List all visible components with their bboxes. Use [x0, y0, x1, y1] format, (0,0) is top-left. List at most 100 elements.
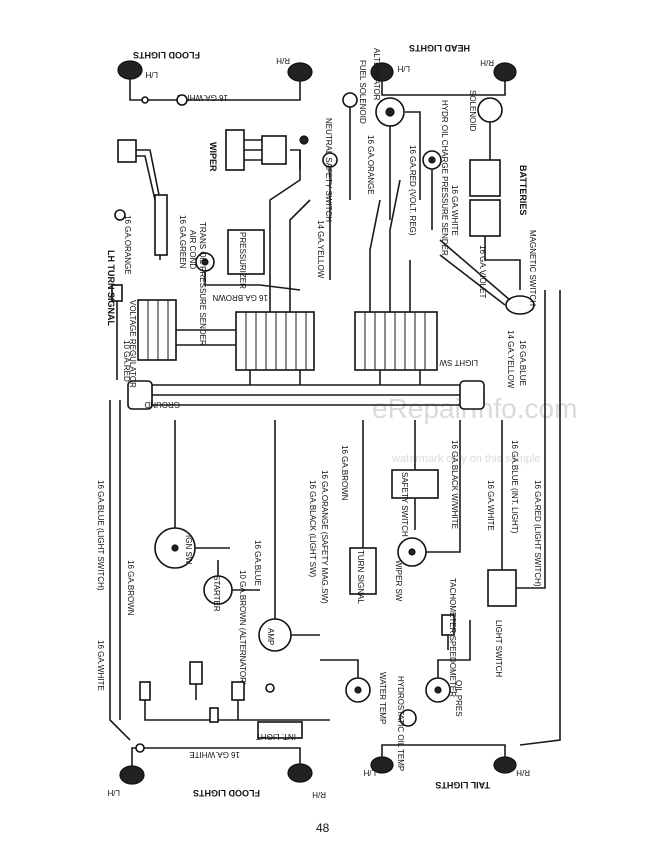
wire-label-orange-alt: 16 GA.ORANGE — [366, 135, 375, 195]
ign-switch: IGN SW — [154, 420, 230, 569]
neutral-safety-switch: NEUTRAL SAFETY SWITCH 14 GA.YELLOW — [316, 118, 338, 280]
starter: STARTER 10 GA.BROWN (ALTERNATOR) — [203, 560, 260, 686]
batteries: BATTERIES SOLENOID — [468, 90, 528, 290]
alternator-label: ALTERNATOR — [372, 48, 381, 101]
wire-label-white-hydr: 16 GA.WHITE — [450, 185, 459, 236]
wiper-label: WIPER — [208, 142, 218, 172]
safety-switch-label: SAFETY SWITCH — [400, 472, 409, 537]
left-bottom-parts — [139, 661, 330, 723]
flood-lights-top: FLOOD LIGHTS L/H R/H 16 GA.WHITE — [117, 50, 313, 106]
water-temp-label: WATER TEMP — [378, 672, 387, 724]
head-lights-label: HEAD LIGHTS — [409, 43, 470, 53]
lh-label-bottom: L/H — [107, 788, 120, 797]
wire-label-flood-bottom: 16 GA.WHITE — [189, 750, 240, 759]
tachometer-label: TACHOMETER SPEEDOMETER — [448, 578, 457, 697]
ground-label: GROUND — [144, 400, 180, 409]
tail-lights: TAIL LIGHTS L/H R/H — [363, 744, 530, 790]
voltage-regulator: VOLTAGE REGULATOR 10 GA.RED — [122, 299, 236, 388]
starter-label: STARTER — [212, 575, 221, 612]
safety-switch: SAFETY SWITCH — [391, 420, 439, 537]
wire-label-green: 16 GA.GREEN — [178, 215, 187, 269]
wire-label-brown-top: 16 GA.BROWN — [212, 293, 268, 302]
wire-label-black-light: 16 GA.BLACK (LIGHT SW) — [308, 480, 317, 578]
int-light-box — [257, 721, 303, 739]
fuel-solenoid-label: FUEL SOLENOID — [358, 60, 367, 124]
turn-signal-box — [349, 547, 377, 595]
safety-switch-box — [391, 469, 439, 499]
flood-light-rh-bottom — [287, 763, 313, 783]
oil-pres-label: OIL PRES — [454, 680, 463, 717]
hydr-oil-label: HYDR OIL CHARGE PRESSURE SENDER — [440, 100, 449, 256]
watermark-subtext: watermark only on this sample — [391, 453, 541, 465]
trans-oil-sender: TRANS OIL PRESSURE SENDER PRESSURIZER 16… — [195, 222, 301, 346]
wire-label-brown-left: 16 GA.BROWN — [126, 560, 135, 616]
tachometer: TACHOMETER SPEEDOMETER — [441, 578, 457, 697]
wire-label-yellow-14: 14 GA.YELLOW — [316, 220, 325, 279]
left-trunk: 16 GA.BLUE (LIGHT SWITCH) 16 GA.WHITE 16… — [96, 400, 135, 741]
wire-label-white-left: 16 GA.WHITE — [96, 640, 105, 691]
tail-lights-label: TAIL LIGHTS — [435, 780, 490, 790]
neutral-safety-label: NEUTRAL SAFETY SWITCH — [324, 118, 333, 222]
left-connector — [117, 139, 137, 163]
alternator-area: FUEL SOLENOID ALTERNATOR 16 GA.ORANGE 16… — [342, 48, 421, 236]
lh-label-head: L/H — [397, 64, 410, 73]
wire-label-white-light: 16 GA.WHITE — [486, 480, 495, 531]
flood-light-lh-top — [117, 60, 143, 80]
wire-label-red: 10 GA.RED — [122, 340, 131, 382]
amp-label: AMP — [266, 628, 275, 645]
gauges-bottom: WATER TEMP OIL PRES HYDROSTATIC OIL TEMP — [320, 620, 471, 771]
left-top-harness: 16 GA.GREEN AIR COND 16 GA.ORANGE — [114, 139, 197, 275]
fuel-solenoid-circle — [342, 92, 358, 108]
battery-2 — [469, 199, 501, 237]
right-center-connector — [354, 179, 438, 371]
int-light: INT. LIGHT — [256, 721, 303, 741]
flood-light-rh-top — [287, 62, 313, 82]
turn-signal-label: TURN SIGNAL — [356, 550, 365, 604]
wire-label-red-light: 16 GA.RED (LIGHT SWITCH) — [533, 480, 542, 587]
wire-label-yellow-right: 14 GA.YELLOW — [506, 330, 515, 389]
int-light-label: INT. LIGHT — [256, 732, 296, 741]
head-light-rh — [493, 62, 517, 82]
wire-label-black-white: 16 GA.BLACK W/WHITE — [450, 440, 459, 529]
light-switch: LIGHT SWITCH 16 GA.RED (LIGHT SWITCH) 16… — [486, 400, 546, 677]
head-lights: HEAD LIGHTS L/H R/H — [370, 43, 517, 96]
lh-label-tail: L/H — [363, 768, 376, 777]
wire-label-violet: 16 GA.VIOLET — [478, 245, 487, 298]
lh-label-top: L/H — [145, 70, 158, 79]
voltage-regulator-label: VOLTAGE REGULATOR — [128, 300, 137, 388]
wire-label-red-voltreg: 16 GA.RED (VOLT. REG) — [408, 145, 417, 236]
battery-1 — [469, 159, 501, 197]
hydr-oil-sender: HYDR OIL CHARGE PRESSURE SENDER 16 GA.WH… — [422, 100, 459, 256]
pressurizer-box — [227, 229, 265, 275]
voltage-regulator-box — [137, 299, 177, 361]
solenoid-circle — [477, 97, 503, 123]
light-sw-label: LIGHT SW — [439, 358, 478, 367]
rh-label-head: R/H — [480, 58, 494, 67]
wire-label-flood-top: 16 GA.WHITE — [177, 93, 228, 102]
tail-light-rh — [493, 756, 517, 774]
solenoid-label: SOLENOID — [468, 90, 477, 132]
wiper-switch-label: WIPER SW — [394, 560, 403, 602]
connector-block-left — [235, 311, 315, 371]
wire-label-blue-int: 16 GA.BLUE (INT. LIGHT) — [510, 440, 519, 534]
left-center-connector — [235, 150, 315, 371]
rh-label-tail: R/H — [516, 768, 530, 777]
wire-label-brown-alt: 10 GA.BROWN (ALTERNATOR) — [238, 570, 247, 686]
trans-oil-label: TRANS OIL PRESSURE SENDER — [198, 222, 207, 346]
hydrostatic-label: HYDROSTATIC OIL TEMP — [396, 676, 405, 771]
main-harness: GROUND — [127, 370, 485, 410]
wire-label-orange: 16 GA.ORANGE — [123, 215, 132, 275]
flood-light-lh-bottom — [119, 765, 145, 785]
wiper-box — [225, 129, 245, 171]
connector-block-right — [354, 311, 438, 371]
rh-label-top: R/H — [276, 56, 290, 65]
wiper-switch: WIPER SW 16 GA.BLACK W/WHITE — [394, 420, 461, 602]
wire-label-blue-light: 16 GA.BLUE (LIGHT SWITCH) — [96, 480, 105, 591]
amp-meter: AMP 16 GA.BLUE — [253, 420, 320, 652]
lh-turn-signal: LH TURN SIGNAL — [106, 250, 123, 380]
pressurizer-label: PRESSURIZER — [238, 232, 247, 289]
wire-label-brown-turn: 16 GA.BROWN — [340, 445, 349, 501]
magnetic-switch-label: MAGNETIC SWITCH — [528, 230, 537, 306]
wire-label-orange-safety: 16 GA.ORANGE (SAFETY MAG.SW) — [320, 470, 329, 604]
magnetic-switch: MAGNETIC SWITCH 16 GA.VIOLET — [439, 230, 537, 315]
